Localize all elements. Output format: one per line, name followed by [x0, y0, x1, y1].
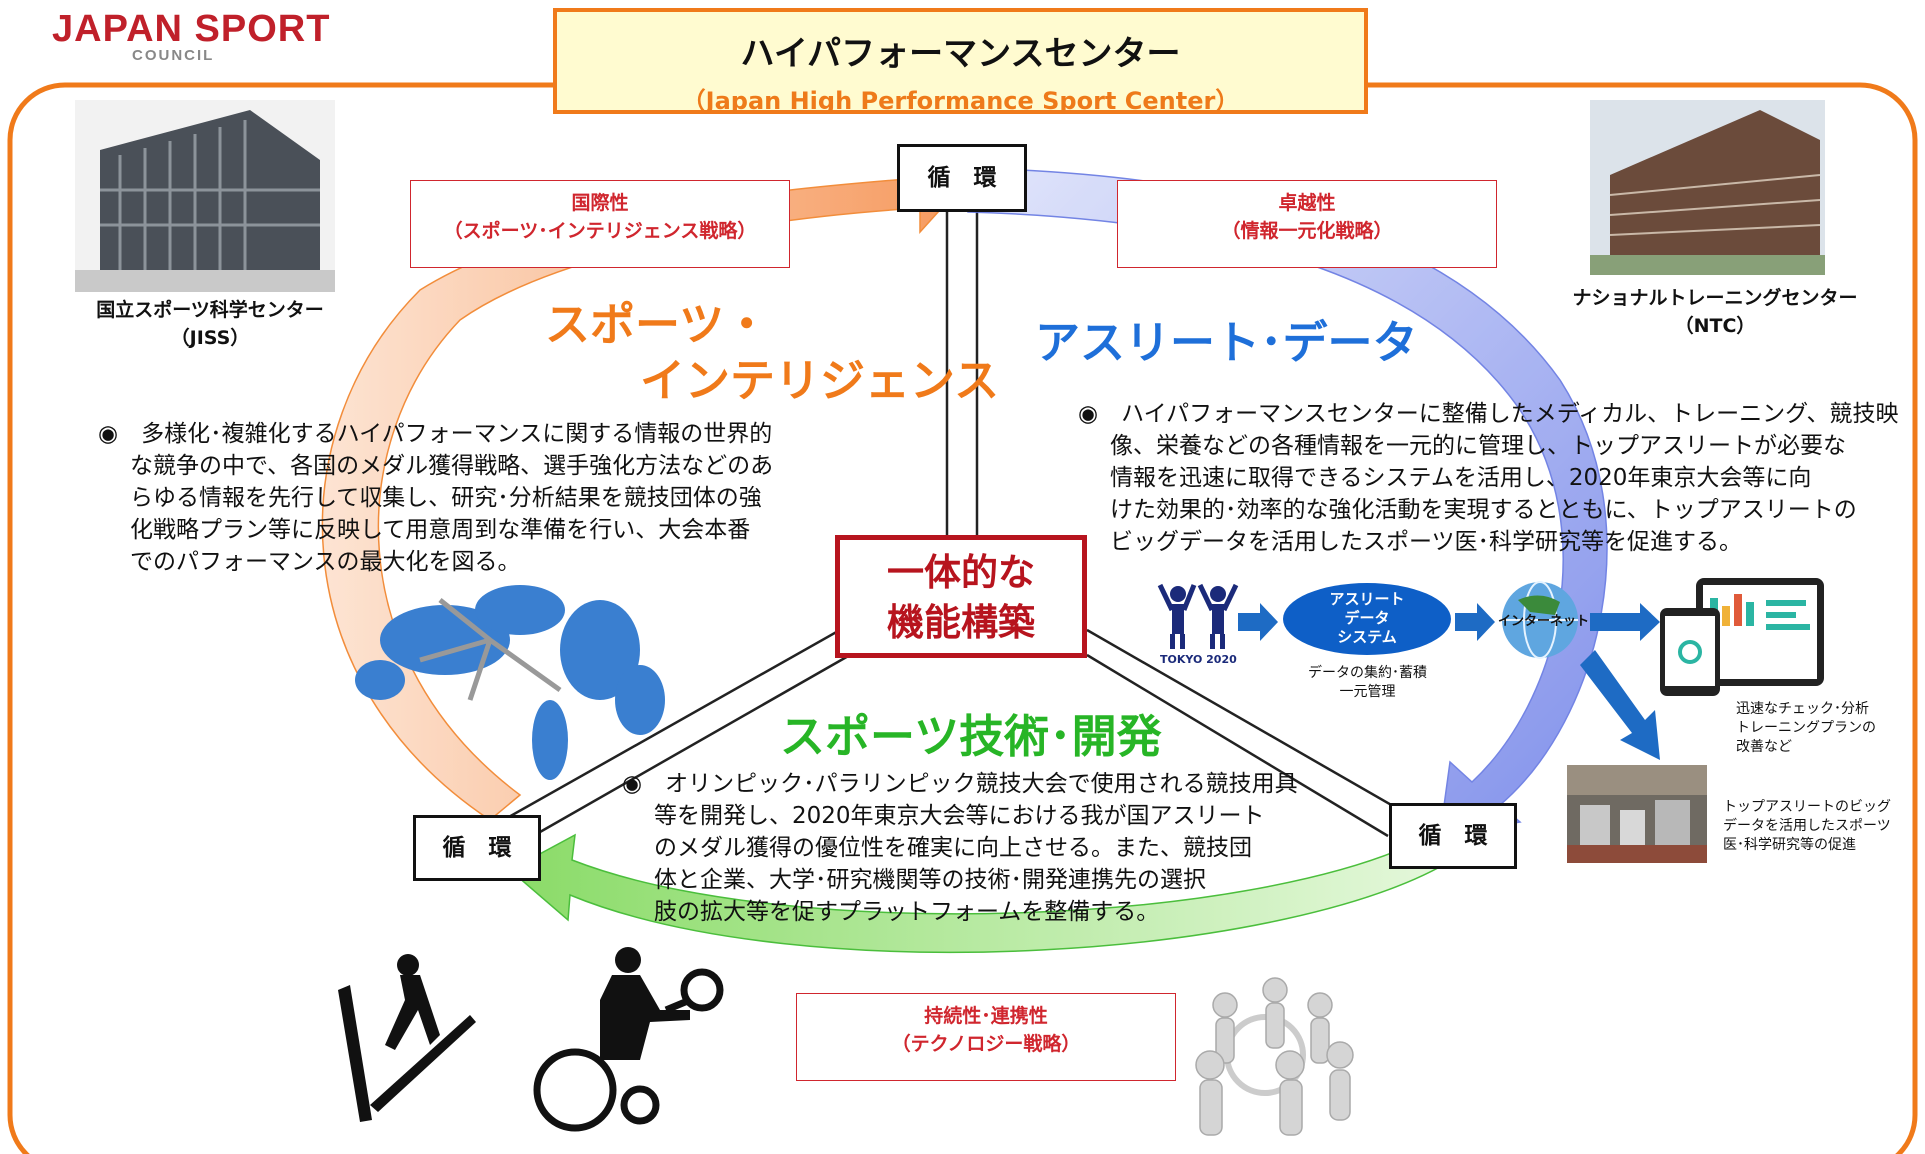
ntc-name: ナショナルトレーニングセンター	[1572, 287, 1858, 309]
athlete-figures-icon	[1157, 583, 1239, 649]
paragraph-line: 等を開発し、2020年東京大会等における我が国アスリート	[654, 803, 1265, 829]
wheelchair-tennis-icon	[533, 968, 724, 1132]
paragraph-line: ビッグデータを活用したスポーツ医･科学研究等を促進する。	[1110, 529, 1743, 555]
flow-arrows	[1238, 603, 1660, 760]
title-box: ハイパフォーマンスセンター （Japan High Performance Sp…	[553, 8, 1368, 115]
page-subtitle: （Japan High Performance Sport Center）	[681, 87, 1240, 115]
strategy-box-sustainability: 持続性･連携性 （テクノロジー戦略）	[796, 993, 1176, 1081]
gym-caption-1: トップアスリートのビッグ	[1723, 799, 1891, 815]
strategy-international-title: 国際性	[571, 192, 629, 214]
cycle-box-right: 循 環	[1389, 803, 1517, 869]
heading-athlete-data: アスリート･データ	[1035, 316, 1418, 369]
triangle-lines	[499, 210, 1401, 850]
strategy-excellence-sub: （情報一元化戦略）	[1221, 220, 1393, 242]
paragraph-intelligence: ◉ 多様化･複雑化するハイパフォーマンスに関する情報の世界的 な競争の中で、各国…	[98, 418, 858, 578]
heading-sport-tech: スポーツ技術･開発	[780, 710, 1162, 763]
page-title: ハイパフォーマンスセンター	[740, 34, 1181, 74]
paragraph-line: 情報を迅速に取得できるシステムを活用し、2020年東京大会等に向	[1110, 465, 1812, 491]
jiss-caption: 国立スポーツ科学センター （JISS）	[60, 296, 360, 352]
gym-caption-3: 医･科学研究等の促進	[1723, 837, 1856, 853]
people-circle-icon	[1195, 977, 1354, 1136]
system-line-1: アスリート	[1329, 590, 1405, 608]
ntc-abbr: （NTC）	[1674, 315, 1756, 337]
paragraph-line: 肢の拡大等を促すプラットフォームを整備する。	[654, 899, 1160, 925]
heading-intelligence-2: インテリジェンス	[640, 354, 1000, 407]
green-cycle-arrow	[508, 829, 1462, 954]
system-caption-2: 一元管理	[1339, 684, 1396, 700]
strategy-international-sub: （スポーツ･インテリジェンス戦略）	[443, 220, 757, 242]
strategy-excellence-title: 卓越性	[1278, 192, 1336, 214]
paragraph-line: ◉ ハイパフォーマンスセンターに整備したメディカル、トレーニング、競技映	[1078, 401, 1899, 427]
gym-photo	[1567, 765, 1707, 863]
jiss-name: 国立スポーツ科学センター	[96, 299, 324, 321]
paragraph-line: らゆる情報を先行して収集し、研究･分析結果を競技団体の強	[130, 485, 762, 511]
internet-label: インターネット	[1498, 614, 1590, 629]
paragraph-line: ◉ オリンピック･パラリンピック競技大会で使用される競技用具	[622, 771, 1298, 797]
tablet-caption-2: トレーニングプランの	[1736, 720, 1876, 736]
paragraph-sport-tech: ◉ オリンピック･パラリンピック競技大会で使用される競技用具 等を開発し、202…	[622, 768, 1342, 928]
jsc-logo: JAPAN SPORT	[52, 8, 331, 50]
jiss-building-photo	[75, 100, 335, 292]
paragraph-line: けた効果的･効率的な強化活動を実現するとともに、トップアスリートの	[1110, 497, 1857, 523]
paragraph-line: 化戦略プラン等に反映して用意周到な準備を行い、大会本番	[130, 517, 751, 543]
strategy-box-excellence: 卓越性 （情報一元化戦略）	[1117, 180, 1497, 268]
heading-intelligence-1: スポーツ・	[545, 298, 770, 351]
tokyo-2020-label: TOKYO 2020	[1160, 653, 1237, 666]
center-line-1: 一体的な	[887, 551, 1035, 594]
system-line-3: システム	[1337, 628, 1397, 646]
athlete-data-system-bubble: アスリート データ システム	[1283, 583, 1451, 655]
globe-icon	[1502, 581, 1578, 659]
jsc-logo-sub: COUNCIL	[132, 47, 215, 64]
tablet-caption-1: 迅速なチェック･分析	[1736, 701, 1869, 717]
system-caption-1: データの集約･蓄積	[1308, 665, 1427, 681]
strategy-box-international: 国際性 （スポーツ･インテリジェンス戦略）	[410, 180, 790, 268]
paragraph-line: 像、栄養などの各種情報を一元的に管理し、トップアスリートが必要な	[1110, 433, 1846, 459]
paragraph-line: 体と企業、大学･研究機関等の技術･開発連携先の選択	[654, 867, 1206, 893]
ntc-caption: ナショナルトレーニングセンター （NTC）	[1565, 284, 1865, 340]
center-line-2: 機能構築	[887, 601, 1035, 644]
paragraph-line: な競争の中で、各国のメダル獲得戦略、選手強化方法などのあ	[130, 453, 774, 479]
world-map-icon	[355, 585, 665, 780]
cycle-box-left: 循 環	[413, 815, 541, 881]
gym-caption-2: データを活用したスポーツ	[1723, 818, 1891, 834]
strategy-sustainability-sub: （テクノロジー戦略）	[891, 1033, 1081, 1055]
ski-jumper-icon	[338, 954, 476, 1122]
cycle-box-top: 循 環	[897, 144, 1027, 212]
tablet-caption-3: 改善など	[1736, 739, 1792, 755]
system-caption: データの集約･蓄積 一元管理	[1290, 664, 1445, 702]
wheelchair-player-body	[600, 947, 690, 1060]
center-box: 一体的な 機能構築	[835, 535, 1087, 658]
paragraph-athlete-data: ◉ ハイパフォーマンスセンターに整備したメディカル、トレーニング、競技映 像、栄…	[1078, 398, 1925, 558]
paragraph-line: のメダル獲得の優位性を確実に向上させる。また、競技団	[654, 835, 1252, 861]
strategy-sustainability-title: 持続性･連携性	[924, 1005, 1048, 1027]
paragraph-line: ◉ 多様化･複雑化するハイパフォーマンスに関する情報の世界的	[98, 421, 773, 447]
gym-caption: トップアスリートのビッグ データを活用したスポーツ 医･科学研究等の促進	[1723, 798, 1913, 855]
system-line-2: データ	[1344, 609, 1390, 627]
paragraph-line: でのパフォーマンスの最大化を図る。	[130, 549, 521, 575]
jiss-abbr: （JISS）	[170, 327, 250, 349]
ntc-building-photo	[1590, 100, 1825, 275]
tablet-caption: 迅速なチェック･分析 トレーニングプランの 改善など	[1736, 700, 1896, 757]
tablet-icon	[1660, 578, 1824, 696]
